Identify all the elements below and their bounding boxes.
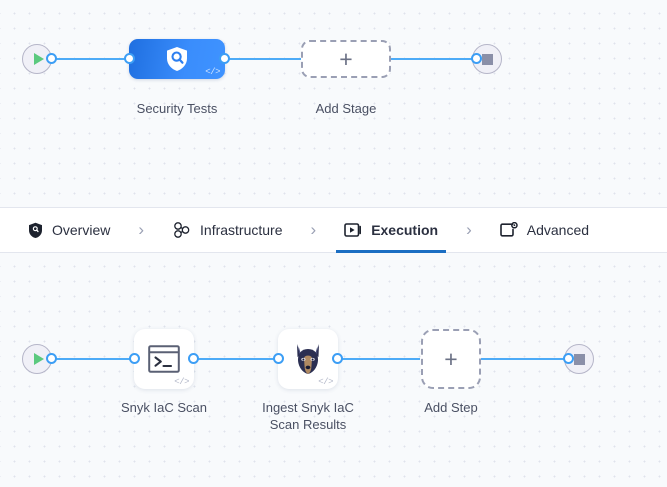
doberman-icon xyxy=(297,344,319,374)
wire-step1-to-step2 xyxy=(192,358,282,360)
port-step1-in[interactable] xyxy=(129,353,140,364)
tab-separator: › xyxy=(466,220,472,239)
tab-overview[interactable]: Overview xyxy=(14,208,124,252)
play-box-icon xyxy=(344,222,362,238)
tab-execution[interactable]: Execution xyxy=(330,208,452,253)
stage-config-tabbar: Overview › Infrastructure › xyxy=(0,207,667,253)
tab-label: Overview xyxy=(52,222,111,238)
tab-label: Advanced xyxy=(526,222,590,238)
tab-label: Execution xyxy=(371,222,439,238)
port-end-in[interactable] xyxy=(471,53,482,64)
add-step-button[interactable]: + xyxy=(421,329,481,389)
plus-icon: + xyxy=(339,45,353,72)
port-step2-in[interactable] xyxy=(273,353,284,364)
steps-graph: </> Snyk IaC Scan xyxy=(0,253,667,487)
port-start-out[interactable] xyxy=(46,53,57,64)
step-node-label: Snyk IaC Scan xyxy=(121,400,207,415)
shield-search-icon xyxy=(167,47,187,71)
port-stage-out[interactable] xyxy=(219,53,230,64)
stop-icon xyxy=(573,353,585,365)
stop-icon xyxy=(481,53,493,65)
wire-stage-to-add xyxy=(224,58,302,60)
wire-add-to-end xyxy=(390,58,476,60)
play-icon xyxy=(33,353,44,365)
shield-icon xyxy=(28,222,43,238)
port-step2-out[interactable] xyxy=(332,353,343,364)
wire-step2-to-add xyxy=(336,358,420,360)
steps-canvas[interactable]: </> Snyk IaC Scan xyxy=(0,253,667,487)
port-steps-start-out[interactable] xyxy=(46,353,57,364)
code-badge: </> xyxy=(174,377,189,387)
add-stage-label: Add Stage xyxy=(315,101,377,116)
step-node-label: Ingest Snyk IaC Scan Results xyxy=(262,400,354,432)
tab-separator: › xyxy=(138,220,145,239)
code-badge: </> xyxy=(318,377,333,387)
wire-start-to-step1 xyxy=(50,358,136,360)
code-badge: </> xyxy=(205,67,220,77)
port-steps-end-in[interactable] xyxy=(563,353,574,364)
tab-label: Infrastructure xyxy=(200,222,283,238)
play-icon xyxy=(33,53,44,65)
stage-node-security-tests[interactable]: </> xyxy=(129,39,225,79)
add-stage-button[interactable]: + xyxy=(301,40,391,78)
stages-canvas[interactable]: </> Security Tests + Add Stage xyxy=(0,0,667,207)
add-step-label: Add Step xyxy=(424,400,478,415)
tab-advanced[interactable]: Advanced xyxy=(486,208,603,252)
wire-start-to-stage xyxy=(50,58,134,60)
cluster-icon xyxy=(172,221,191,239)
tab-separator: › xyxy=(310,220,317,239)
step-node-ingest-snyk-results[interactable]: </> xyxy=(278,329,338,389)
terminal-icon xyxy=(148,345,180,373)
port-step1-out[interactable] xyxy=(188,353,199,364)
plus-icon: + xyxy=(444,345,458,372)
stage-node-label: Security Tests xyxy=(136,101,218,116)
port-stage-in[interactable] xyxy=(124,53,135,64)
step-node-snyk-iac-scan[interactable]: </> xyxy=(134,329,194,389)
gear-frame-icon xyxy=(499,221,518,239)
tab-infrastructure[interactable]: Infrastructure xyxy=(158,208,296,252)
stages-graph: </> Security Tests + Add Stage xyxy=(0,0,667,207)
wire-add-to-end xyxy=(480,358,568,360)
